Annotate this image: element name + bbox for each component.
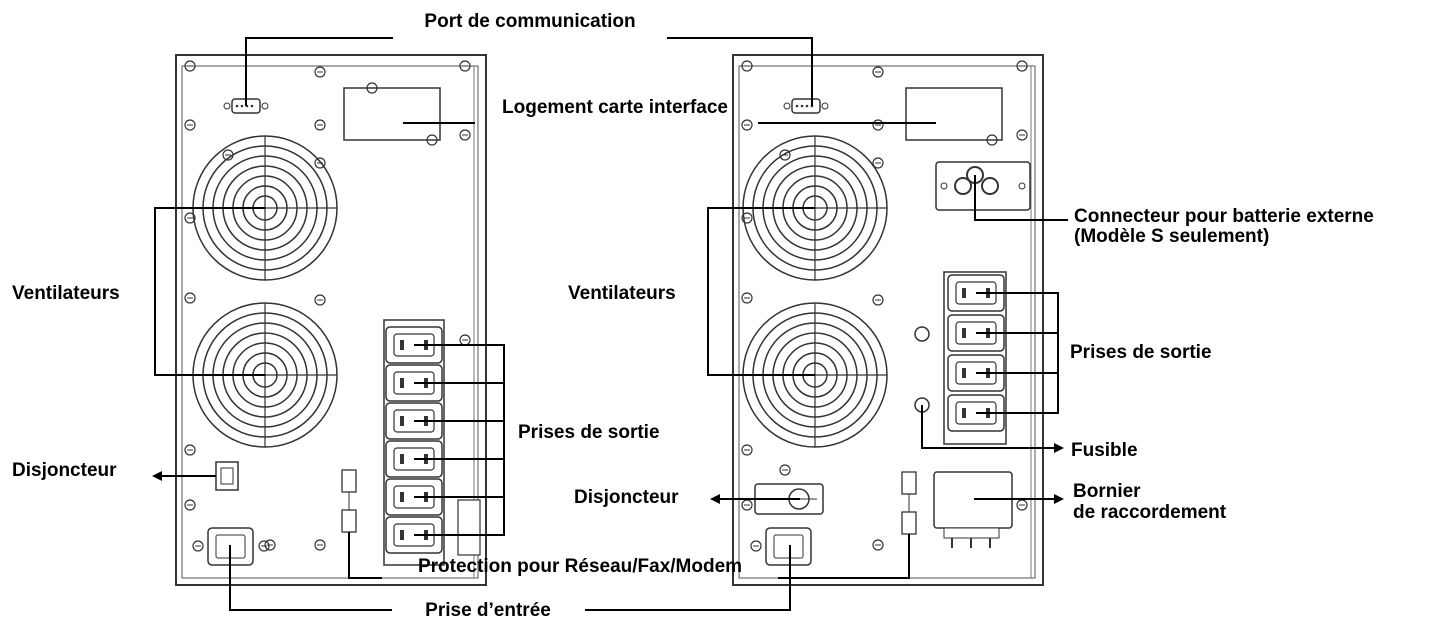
label-bornier: Bornier: [1073, 481, 1141, 502]
label-disjoncteur-right: Disjoncteur: [574, 487, 679, 508]
label-protection-reseau: Protection pour Réseau/Fax/Modem: [418, 556, 742, 577]
interface-card-slot-right: [905, 87, 1003, 141]
label-prise-entree: Prise d’entrée: [425, 600, 551, 621]
label-fusible: Fusible: [1071, 440, 1138, 461]
label-prises-sortie-right: Prises de sortie: [1070, 342, 1212, 363]
label-connecteur-batterie: Connecteur pour batterie externe: [1074, 206, 1374, 227]
network-protection-jack-left: [341, 469, 357, 533]
comm-port-icon-left: [223, 98, 269, 114]
leader-lines: [152, 37, 1068, 611]
callout-labels: Port de communication Logement carte int…: [12, 11, 1374, 621]
comm-port-icon-right: [783, 98, 829, 114]
network-protection-jack-right: [901, 471, 917, 535]
label-ventilateurs-right: Ventilateurs: [568, 283, 676, 304]
interface-card-slot-left: [343, 87, 441, 141]
label-ventilateurs-left: Ventilateurs: [12, 283, 120, 304]
power-inlet-icon-right: [750, 527, 812, 566]
label-bornier-raccordement: de raccordement: [1073, 502, 1227, 523]
breaker-icon-left: [215, 461, 239, 491]
label-port-communication: Port de communication: [424, 11, 635, 32]
label-connecteur-batterie-note: (Modèle S seulement): [1074, 226, 1269, 247]
label-prises-sortie-left: Prises de sortie: [518, 422, 660, 443]
external-battery-connector-icon: [935, 161, 1031, 211]
left-ups-unit: [175, 54, 487, 586]
label-disjoncteur-left: Disjoncteur: [12, 460, 117, 481]
right-ups-unit: [732, 54, 1044, 586]
label-logement-carte: Logement carte interface: [502, 97, 728, 118]
